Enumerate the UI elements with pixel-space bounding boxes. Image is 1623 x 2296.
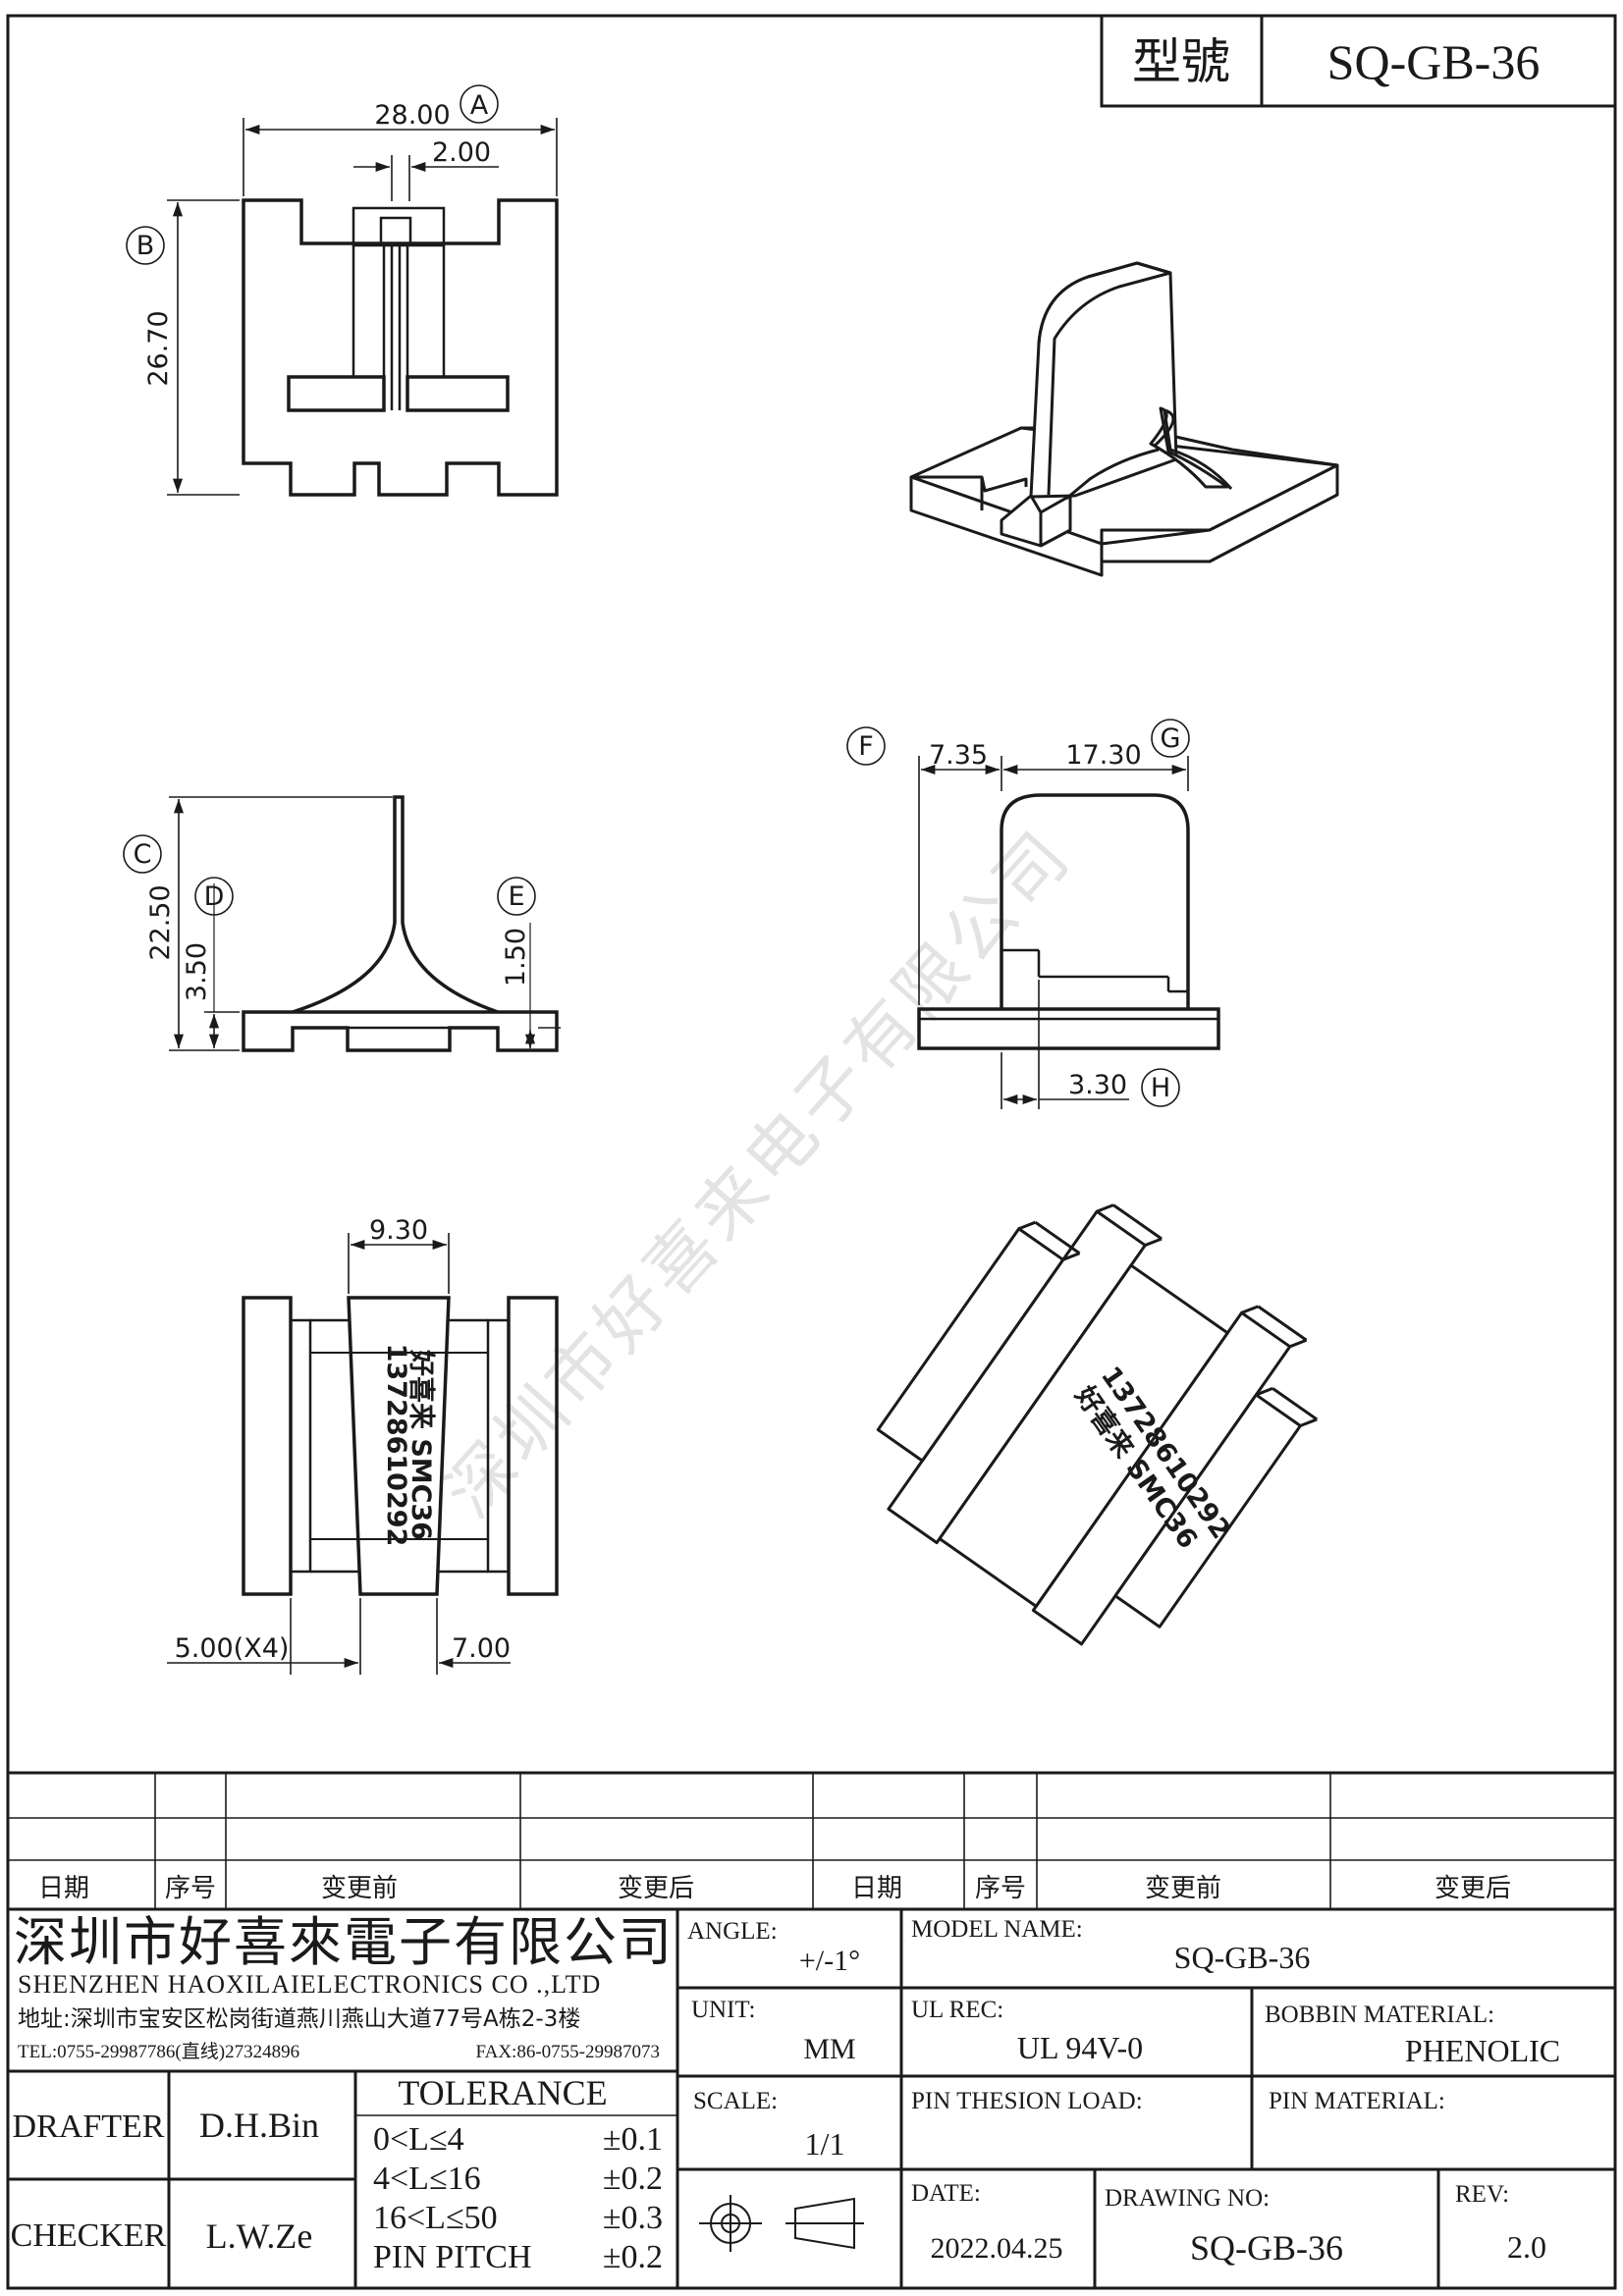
tolerance-range-3: 16<L≤50: [373, 2200, 498, 2236]
bottom-view-dimensions: [167, 1233, 511, 1675]
rev-value: 2.0: [1507, 2229, 1546, 2265]
rev-col-before: 变更前: [321, 1874, 398, 1903]
top-view-dimensions: [126, 84, 558, 496]
model-title-box: 型號 SQ-GB-36: [1100, 14, 1617, 108]
checker-label: CHECKER: [11, 2217, 167, 2254]
company-tel: TEL:0755-29987786(直线)27324896: [18, 2041, 299, 2062]
dim-g-tag: G: [1161, 723, 1181, 754]
rev-col-before2: 变更前: [1145, 1874, 1221, 1903]
isometric-view-bottom: [876, 1203, 1319, 1646]
bottom-marking-line1: 13728610292: [381, 1344, 411, 1547]
drawing-no-value: SQ-GB-36: [1190, 2228, 1343, 2268]
model-name-value: SQ-GB-36: [1174, 1940, 1311, 1975]
checker-name: L.W.Ze: [206, 2216, 313, 2256]
tolerance-range-4: PIN PITCH: [373, 2239, 532, 2275]
dim-g-value: 17.30: [1065, 740, 1141, 771]
unit-label: UNIT:: [691, 1997, 755, 2023]
dim-a-value: 28.00: [374, 100, 450, 131]
company-address: 地址:深圳市宝安区松岗街道燕川燕山大道77号A栋2-3楼: [18, 2006, 580, 2032]
company-name-cn: 深圳市好喜來電子有限公司: [14, 1911, 674, 1973]
drawing-no-label: DRAWING NO:: [1105, 2185, 1270, 2212]
ul-rec-value: UL 94V-0: [1017, 2030, 1143, 2065]
dim-h-value: 3.30: [1068, 1070, 1127, 1100]
tolerance-range-1: 0<L≤4: [373, 2121, 464, 2158]
title-block-grid: [8, 1909, 1615, 2288]
angle-value: +/-1°: [799, 1945, 860, 1977]
date-label: DATE:: [911, 2180, 981, 2207]
front-view-dimensions: [846, 719, 1190, 1109]
pin-thesion-label: PIN THESION LOAD:: [911, 2088, 1143, 2114]
rev-col-seq2: 序号: [975, 1874, 1026, 1903]
drafter-name: D.H.Bin: [199, 2106, 319, 2145]
dim-e-tag: E: [508, 881, 524, 912]
bobbin-material-label: BOBBIN MATERIAL:: [1265, 2002, 1494, 2028]
drafter-label: DRAFTER: [13, 2109, 165, 2145]
dim-d-value: 3.50: [182, 942, 212, 1001]
dim-j-value: 5.00(X4): [175, 1633, 290, 1664]
dim-d-tag: D: [204, 881, 225, 912]
front-view: [917, 793, 1220, 1050]
dim-f-value: 7.35: [929, 740, 988, 771]
ul-rec-label: UL REC:: [911, 1997, 1003, 2023]
scale-label: SCALE:: [693, 2088, 778, 2114]
pin-material-label: PIN MATERIAL:: [1269, 2088, 1445, 2114]
tolerance-range-2: 4<L≤16: [373, 2161, 481, 2197]
dim-h-tag: H: [1151, 1073, 1170, 1103]
dim-i-value: 9.30: [369, 1215, 428, 1246]
tolerance-value-3: ±0.3: [603, 2200, 663, 2236]
rev-col-seq: 序号: [165, 1874, 216, 1903]
side-view-dimensions: [123, 796, 561, 1051]
date-value: 2022.04.25: [931, 2232, 1063, 2265]
side-view: [242, 795, 559, 1052]
rev-col-date2: 日期: [851, 1874, 902, 1903]
dim-e-value: 1.50: [501, 928, 531, 987]
top-view: [242, 198, 559, 497]
model-label: 型號: [1132, 33, 1230, 90]
bobbin-material-value: PHENOLIC: [1405, 2033, 1560, 2068]
dim-c-value: 22.50: [145, 884, 176, 960]
company-name-en: SHENZHEN HAOXILAIELECTRONICS CO .,LTD: [18, 1970, 601, 1999]
dim-c-tag: C: [134, 839, 152, 870]
angle-label: ANGLE:: [687, 1918, 778, 1945]
tolerance-title: TOLERANCE: [398, 2073, 607, 2112]
tolerance-value-2: ±0.2: [603, 2161, 663, 2197]
model-name-label: MODEL NAME:: [911, 1916, 1083, 1943]
drawing-frame: [6, 14, 1617, 2290]
rev-label: REV:: [1455, 2181, 1509, 2208]
scale-value: 1/1: [805, 2126, 845, 2162]
bottom-marking-line2: 好喜来 SMC36: [406, 1349, 436, 1540]
dim-b-tag: B: [136, 231, 155, 261]
isometric-view-top: [909, 261, 1339, 577]
dim-b-value: 26.70: [143, 310, 174, 386]
model-value: SQ-GB-36: [1327, 34, 1541, 89]
dim-f-tag: F: [858, 731, 874, 762]
projection-symbol-icon: [699, 2195, 864, 2252]
dim-slot-width: 2.00: [432, 137, 491, 168]
tolerance-value-4: ±0.2: [603, 2239, 663, 2275]
unit-value: MM: [803, 2033, 855, 2065]
revision-table: [8, 1771, 1615, 1911]
rev-col-date: 日期: [38, 1874, 89, 1903]
company-fax: FAX:86-0755-29987073: [475, 2042, 660, 2062]
rev-col-after2: 变更后: [1434, 1874, 1511, 1903]
dim-k-value: 7.00: [452, 1633, 511, 1664]
bottom-view: [242, 1296, 559, 1596]
rev-col-after: 变更后: [618, 1874, 694, 1903]
tolerance-value-1: ±0.1: [603, 2121, 663, 2158]
dim-a-tag: A: [470, 90, 489, 121]
